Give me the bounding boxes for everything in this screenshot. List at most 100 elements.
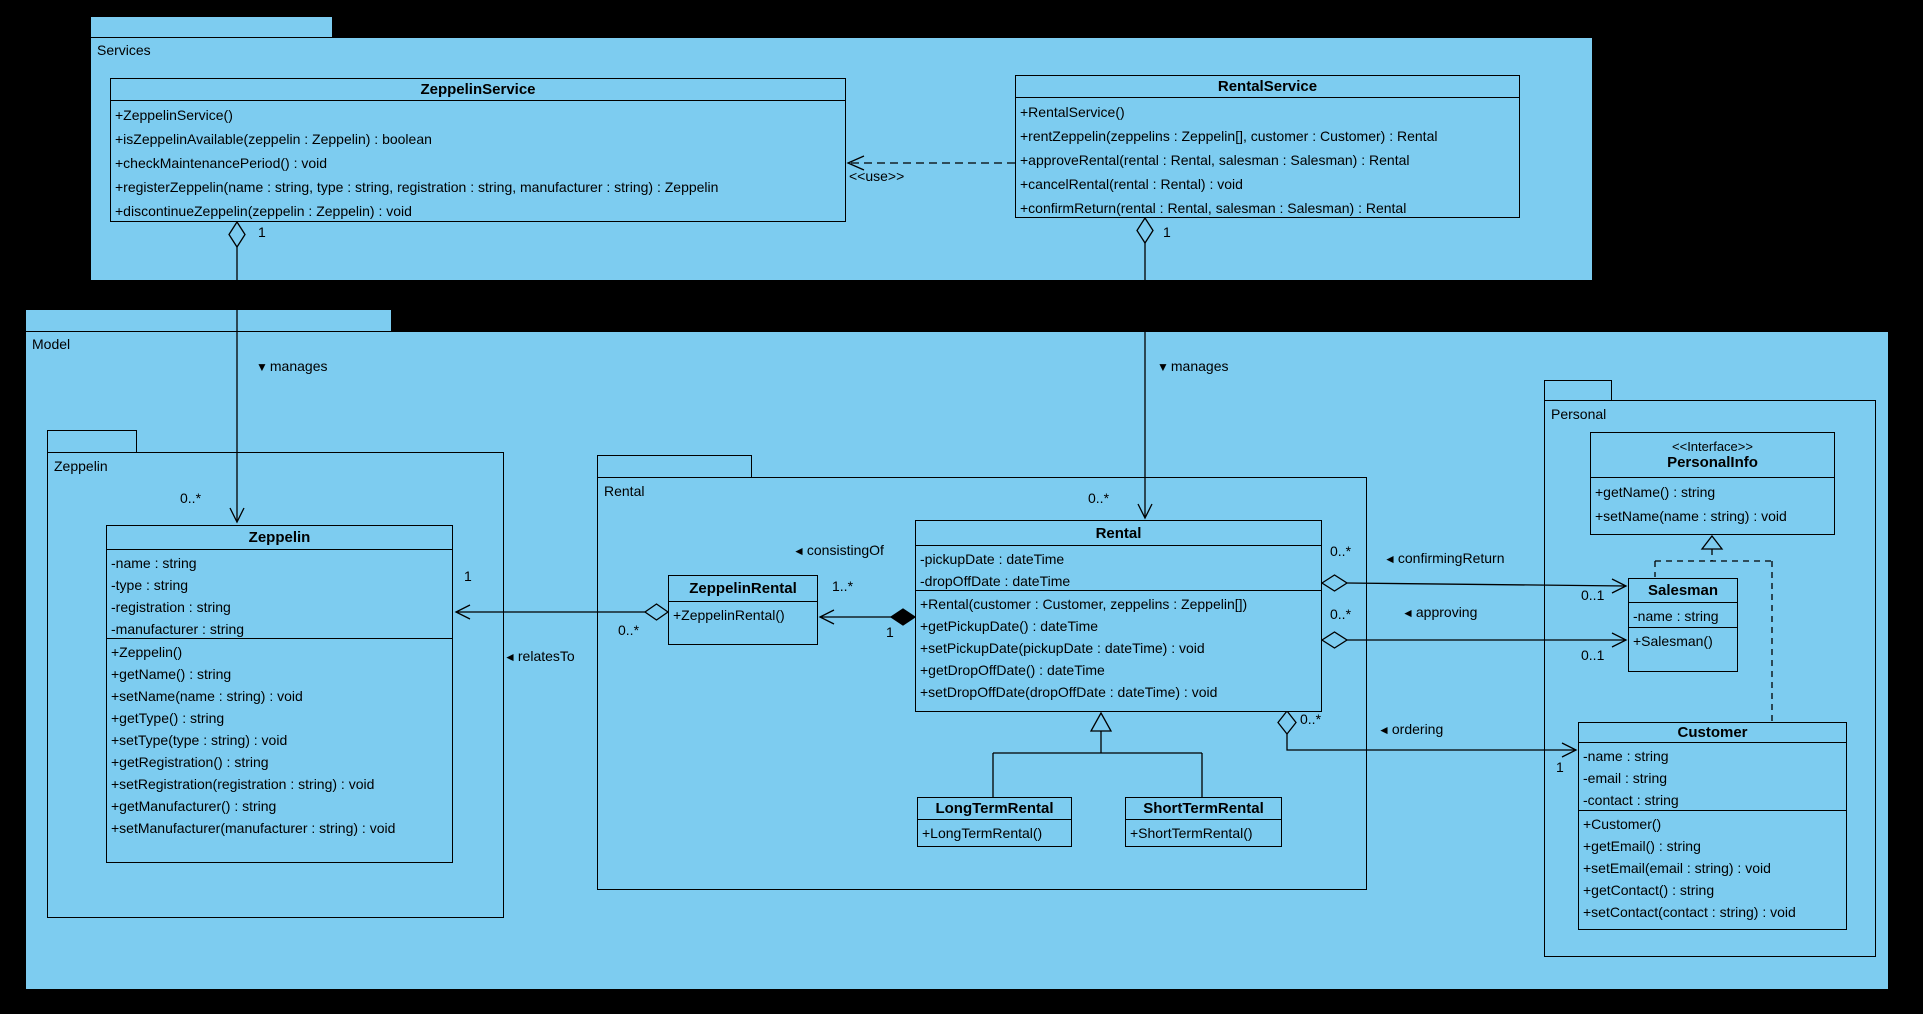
class-title: ShortTermRental [1126,798,1281,820]
member-row: +setType(type : string) : void [111,732,288,748]
class-title: Zeppelin [107,526,452,550]
class-title: Rental [916,521,1321,546]
class-short-term-rental[interactable]: ShortTermRental +ShortTermRental() [1125,797,1282,847]
interface-header: <<Interface>> PersonalInfo [1591,433,1834,478]
class-zeppelin-service[interactable]: ZeppelinService +ZeppelinService()+isZep… [110,78,846,222]
member-row: +getPickupDate() : dateTime [920,618,1099,634]
approving-line[interactable] [1320,631,1628,649]
attributes-section: -name : string -type : string -registratio… [107,550,452,639]
relates-to-mult-zeppelin-rental: 0..* [618,622,640,638]
member-row: +Rental(customer : Customer, zeppelins :… [920,596,1248,612]
use-dependency-line[interactable] [846,155,1015,171]
zeppelin-service-manages-mult-target: 0..* [180,490,202,506]
personal-info-realization-lines[interactable] [1654,534,1773,721]
class-zeppelin[interactable]: Zeppelin -name : string -type : string -re… [106,525,453,863]
member-row: +setPickupDate(pickupDate : dateTime) : … [920,640,1205,656]
arrow-left-icon: ◄ [1402,606,1414,620]
rental-service-manages-line[interactable] [1136,216,1154,520]
package-services-label: Services [97,42,151,58]
methods-section: +ZeppelinService()+isZeppelinAvailable(z… [111,101,845,221]
interface-personal-info[interactable]: <<Interface>> PersonalInfo +getName() : … [1590,432,1835,535]
methods-section: +Rental(customer : Customer, zeppelins :… [916,591,1321,711]
confirming-return-label: ◄confirmingReturn [1384,550,1505,566]
member-row: +confirmReturn(rental : Rental, salesman… [1020,200,1407,216]
rental-service-manages-label: ▼manages [1157,358,1229,374]
arrow-down-icon: ▼ [256,360,268,374]
rental-generalization-lines[interactable] [992,711,1203,797]
ordering-mult-rental: 0..* [1300,711,1322,727]
class-title: Salesman [1629,579,1737,603]
arrow-down-icon: ▼ [1157,360,1169,374]
class-zeppelin-rental[interactable]: ZeppelinRental +ZeppelinRental() [668,575,818,645]
class-salesman[interactable]: Salesman -name : string +Salesman() [1628,578,1738,672]
class-rental[interactable]: Rental -pickupDate : dateTime-dropOffDat… [915,520,1322,712]
interface-stereotype: <<Interface>> [1672,439,1753,454]
confirming-return-line[interactable] [1320,574,1628,594]
ordering-line[interactable] [1277,709,1578,758]
member-row: +Zeppelin() [111,644,183,660]
member-row: -type : string [111,577,189,593]
rental-service-manages-mult-target: 0..* [1088,490,1110,506]
class-rental-service[interactable]: RentalService +RentalService()+rentZeppe… [1015,75,1520,218]
member-row: +getName() : string [1595,484,1716,500]
confirming-return-mult-salesman: 0..1 [1581,587,1605,603]
relates-to-line[interactable] [454,603,670,621]
package-model-label: Model [32,336,71,352]
zeppelin-service-manages-line[interactable] [228,220,246,524]
member-row: +Salesman() [1633,633,1713,649]
methods-section: +Customer() +getEmail() : string +setEmail… [1579,811,1846,929]
arrow-left-icon: ◄ [1378,723,1390,737]
member-row: +getType() : string [111,710,225,726]
class-long-term-rental[interactable]: LongTermRental +LongTermRental() [917,797,1072,847]
member-row: +discontinueZeppelin(zeppelin : Zeppelin… [115,203,412,219]
member-row: -name : string [1633,608,1719,624]
member-row: +setName(name : string) : void [1595,508,1787,524]
consisting-of-mult-rental: 1 [886,624,894,640]
member-row: +registerZeppelin(name : string, type : … [115,179,719,195]
member-row: +checkMaintenancePeriod() : void [115,155,328,171]
class-title: ZeppelinRental [669,576,817,602]
class-title: RentalService [1016,76,1519,98]
consisting-of-line[interactable] [818,608,917,626]
member-row: +setDropOffDate(dropOffDate : dateTime) … [920,684,1218,700]
attributes-section: -pickupDate : dateTime-dropOffDate : dat… [916,546,1321,591]
arrow-left-icon: ◄ [793,544,805,558]
rental-service-manages-mult-source: 1 [1163,224,1171,240]
member-row: +ShortTermRental() [1130,825,1253,841]
member-row: +getName() : string [111,666,232,682]
member-row: +ZeppelinRental() [673,607,785,623]
member-row: -dropOffDate : dateTime [920,573,1071,589]
consisting-of-label: ◄consistingOf [793,542,884,558]
methods-section: +getName() : string +setName(name : strin… [1591,478,1834,534]
class-title: ZeppelinService [111,79,845,101]
member-row: +getRegistration() : string [111,754,269,770]
methods-section: +ZeppelinRental() [669,602,817,644]
attributes-section: -name : string-email : string-contact : … [1579,743,1846,811]
member-row: +getManufacturer() : string [111,798,277,814]
class-title: Customer [1579,723,1846,743]
methods-section: +Salesman() [1629,628,1737,671]
member-row: +setName(name : string) : void [111,688,303,704]
member-row: +LongTermRental() [922,825,1043,841]
use-dependency-label: <<use>> [849,168,905,184]
consisting-of-mult-zeppelin-rental: 1..* [832,578,854,594]
member-row: +setContact(contact : string) : void [1583,904,1796,920]
member-row: +setEmail(email : string) : void [1583,860,1771,876]
relates-to-label: ◄relatesTo [504,648,575,664]
member-row: +Customer() [1583,816,1662,832]
arrow-left-icon: ◄ [1384,552,1396,566]
methods-section: +ShortTermRental() [1126,820,1281,846]
member-row: -registration : string [111,599,231,615]
member-row: +getContact() : string [1583,882,1715,898]
ordering-label: ◄ordering [1378,721,1444,737]
class-customer[interactable]: Customer -name : string-email : string-c… [1578,722,1847,930]
member-row: -contact : string [1583,792,1679,808]
member-row: +RentalService() [1020,104,1125,120]
member-row: +setManufacturer(manufacturer : string) … [111,820,396,836]
member-row: -name : string [111,555,197,571]
member-row: +isZeppelinAvailable(zeppelin : Zeppelin… [115,131,432,147]
member-row: +getEmail() : string [1583,838,1701,854]
confirming-return-mult-rental: 0..* [1330,543,1352,559]
